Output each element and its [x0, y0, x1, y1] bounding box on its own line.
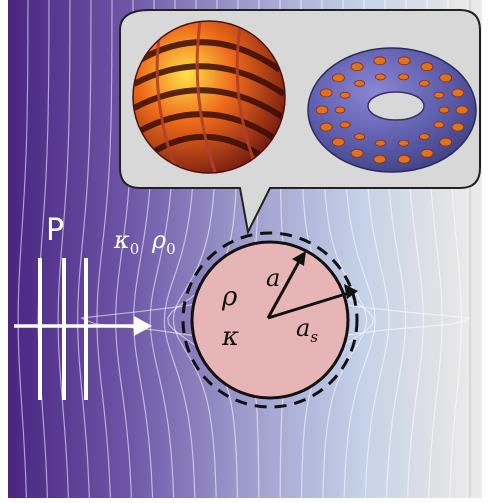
field-contour-line	[57, 0, 71, 498]
torus-perforation	[374, 73, 386, 81]
torus-perforation	[354, 133, 366, 141]
torus-perforation	[420, 62, 434, 72]
torus-perforation	[374, 139, 386, 147]
torus-perforation	[418, 80, 430, 87]
torus-perforation	[398, 73, 410, 81]
torus-perforation	[439, 137, 453, 147]
torus-perforation	[339, 91, 351, 99]
torus-perforation	[350, 148, 364, 158]
radius-arrows	[266, 257, 353, 320]
torus-perforation	[397, 154, 411, 164]
background-density-label: ρ0	[151, 226, 176, 258]
field-contour-line	[17, 0, 29, 498]
torus-perforation	[331, 137, 345, 147]
torus-perforation	[373, 154, 387, 164]
torus-perforation	[350, 62, 364, 72]
torus-perforation	[319, 88, 333, 98]
torus-perforation	[398, 139, 410, 147]
incident-wave-lines	[38, 258, 88, 400]
torus-perforation	[451, 122, 465, 132]
wave-label: P	[46, 213, 64, 248]
background-bulk-modulus-label: κ0	[113, 226, 139, 258]
torus-perforation	[418, 133, 430, 141]
cylinder	[190, 240, 350, 400]
torus-perforation	[339, 121, 351, 129]
torus-perforation	[319, 122, 333, 132]
propagation-arrow	[14, 316, 152, 336]
inner-radius-arrowhead	[292, 251, 306, 266]
cloak-outer-boundary	[181, 231, 359, 409]
inner-bulk-modulus-label: κ	[221, 322, 239, 352]
inner-density-label: ρ	[221, 282, 238, 312]
torus-perforation	[451, 88, 465, 98]
field-contour-line	[96, 0, 113, 498]
outer-radius-arrowhead	[344, 284, 358, 299]
torus-perforation	[354, 80, 366, 87]
field-contour-line	[77, 0, 92, 498]
torus-perforation	[331, 73, 345, 83]
torus-perforation	[455, 105, 469, 115]
striped-ribbon-sphere-icon	[132, 20, 286, 174]
torus-perforation	[438, 106, 450, 114]
outer-radius-label: as	[296, 314, 318, 346]
torus-perforation	[439, 73, 453, 83]
torus-perforation	[420, 148, 434, 158]
torus-perforation	[334, 106, 346, 114]
perforated-torus-icon	[307, 47, 477, 173]
torus-perforation	[397, 56, 411, 66]
field-contour-line	[37, 0, 50, 498]
torus-perforation	[433, 121, 445, 129]
torus-perforation	[433, 91, 445, 99]
inner-radius-label: a	[266, 264, 280, 292]
torus-perforation	[373, 56, 387, 66]
torus-perforation	[315, 105, 329, 115]
